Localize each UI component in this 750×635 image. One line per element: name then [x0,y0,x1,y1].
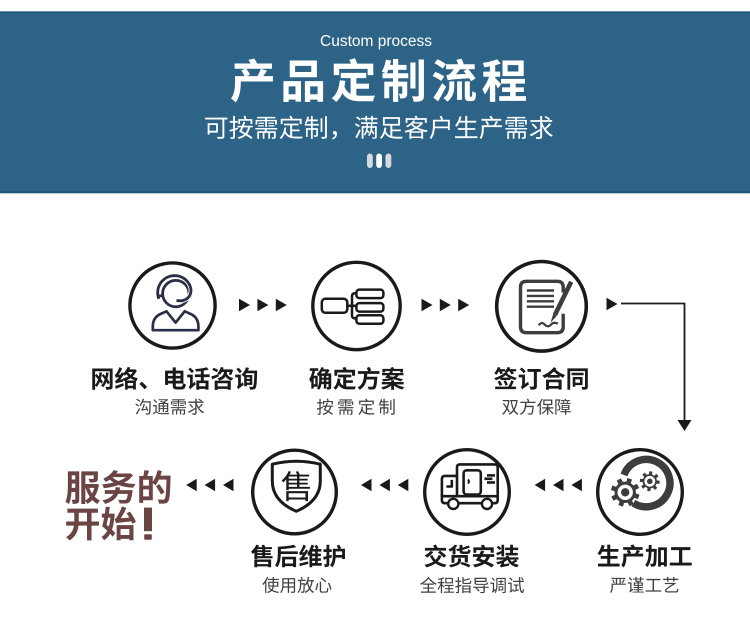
svg-text:Custom process: Custom process [320,33,432,50]
